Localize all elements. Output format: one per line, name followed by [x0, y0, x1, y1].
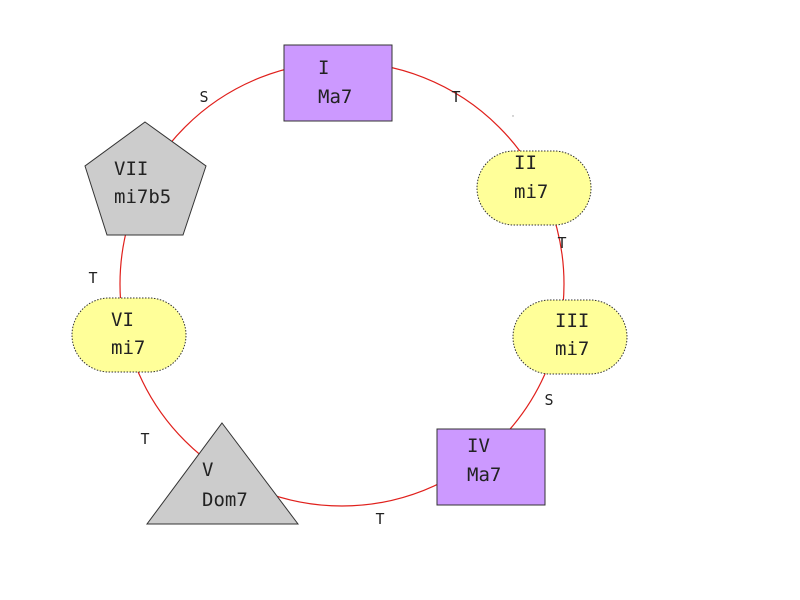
node-quality: mi7	[514, 181, 548, 203]
node-degree: V	[202, 459, 213, 481]
chord-node-IV: IV Ma7	[436, 428, 546, 506]
edge-label-VII-I: S	[199, 88, 208, 106]
rectangle-shape	[283, 44, 393, 122]
rounded-shape	[512, 299, 628, 375]
node-degree: IV	[467, 435, 490, 457]
node-quality: mi7	[555, 338, 589, 360]
edge-label-III-IV: S	[544, 391, 553, 409]
triangle-shape	[146, 422, 300, 525]
rounded-shape	[71, 297, 187, 373]
chord-node-V: V Dom7	[146, 422, 300, 525]
pentagon-shape	[84, 121, 207, 236]
chord-node-VI: VI mi7	[71, 297, 187, 373]
node-quality: mi7b5	[114, 186, 171, 208]
chord-node-II: II mi7	[476, 150, 592, 226]
chord-node-VII: VII mi7b5	[84, 121, 207, 236]
edge-label-I-II: T	[451, 88, 460, 106]
node-degree: II	[514, 152, 537, 174]
node-degree: I	[318, 57, 329, 79]
node-degree: VI	[111, 309, 134, 331]
rectangle-shape	[436, 428, 546, 506]
edge-label-II-III: T	[557, 234, 566, 252]
edge-label-VI-VII: T	[88, 269, 97, 287]
node-degree: VII	[114, 158, 148, 180]
chord-node-III: III mi7	[512, 299, 628, 375]
edge-label-IV-V: T	[375, 510, 384, 528]
node-quality: Ma7	[318, 86, 352, 108]
node-degree: III	[555, 310, 589, 332]
chord-node-I: I Ma7	[283, 44, 393, 122]
node-quality: mi7	[111, 337, 145, 359]
node-quality: Dom7	[202, 489, 248, 511]
rounded-shape	[476, 150, 592, 226]
node-quality: Ma7	[467, 464, 501, 486]
edge-label-V-VI: T	[140, 430, 149, 448]
stray-dot	[512, 115, 514, 117]
